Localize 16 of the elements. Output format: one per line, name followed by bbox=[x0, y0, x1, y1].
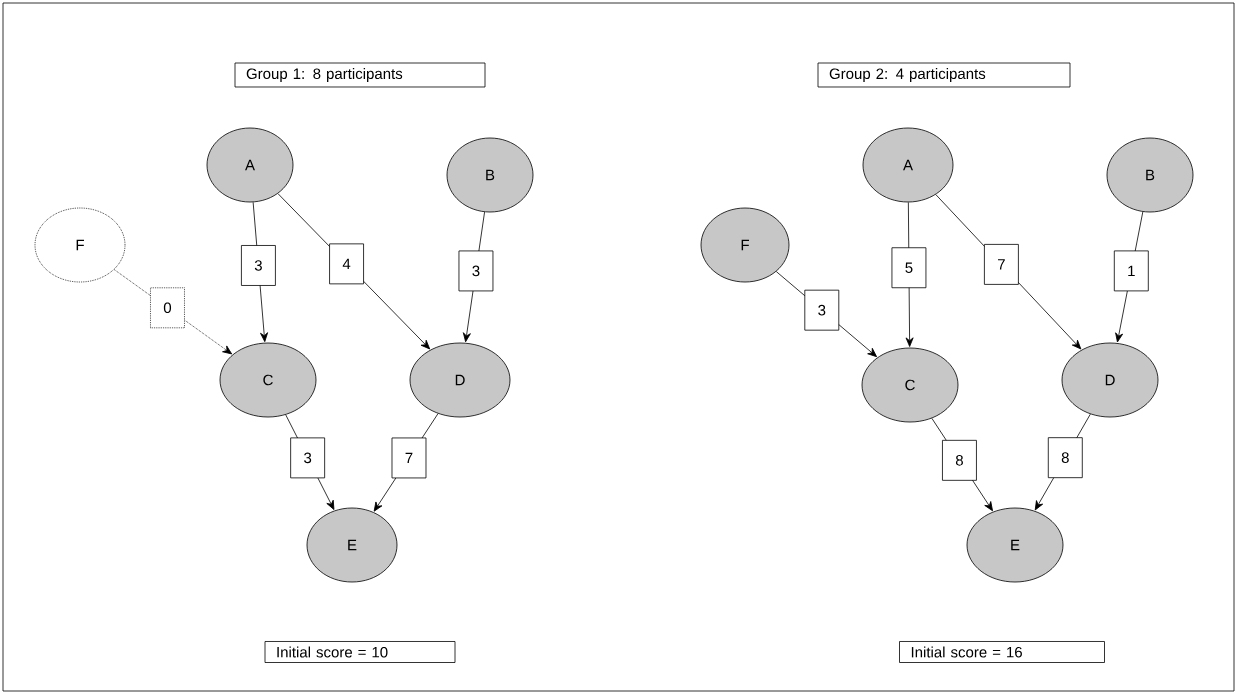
label-box: Initial score = 16 bbox=[899, 641, 1105, 663]
edge-label: 7 bbox=[984, 244, 1019, 285]
label-box: Group 2: 4 participants bbox=[817, 62, 1071, 88]
edge-label: 8 bbox=[1047, 437, 1083, 479]
label-box: Initial score = 10 bbox=[264, 641, 456, 663]
edge-label: 5 bbox=[891, 247, 927, 289]
edge-label: 3 bbox=[804, 289, 840, 331]
edge-label: 8 bbox=[942, 439, 977, 481]
edge-label: 0 bbox=[150, 287, 185, 329]
edge-label: 4 bbox=[329, 243, 364, 285]
label-box: Group 1: 8 participants bbox=[234, 62, 486, 88]
edge-label: 7 bbox=[391, 437, 427, 479]
edge-label: 1 bbox=[1113, 250, 1149, 292]
edge-label: 3 bbox=[290, 437, 326, 479]
edge-label: 3 bbox=[458, 250, 494, 292]
edge-label: 3 bbox=[241, 245, 276, 286]
